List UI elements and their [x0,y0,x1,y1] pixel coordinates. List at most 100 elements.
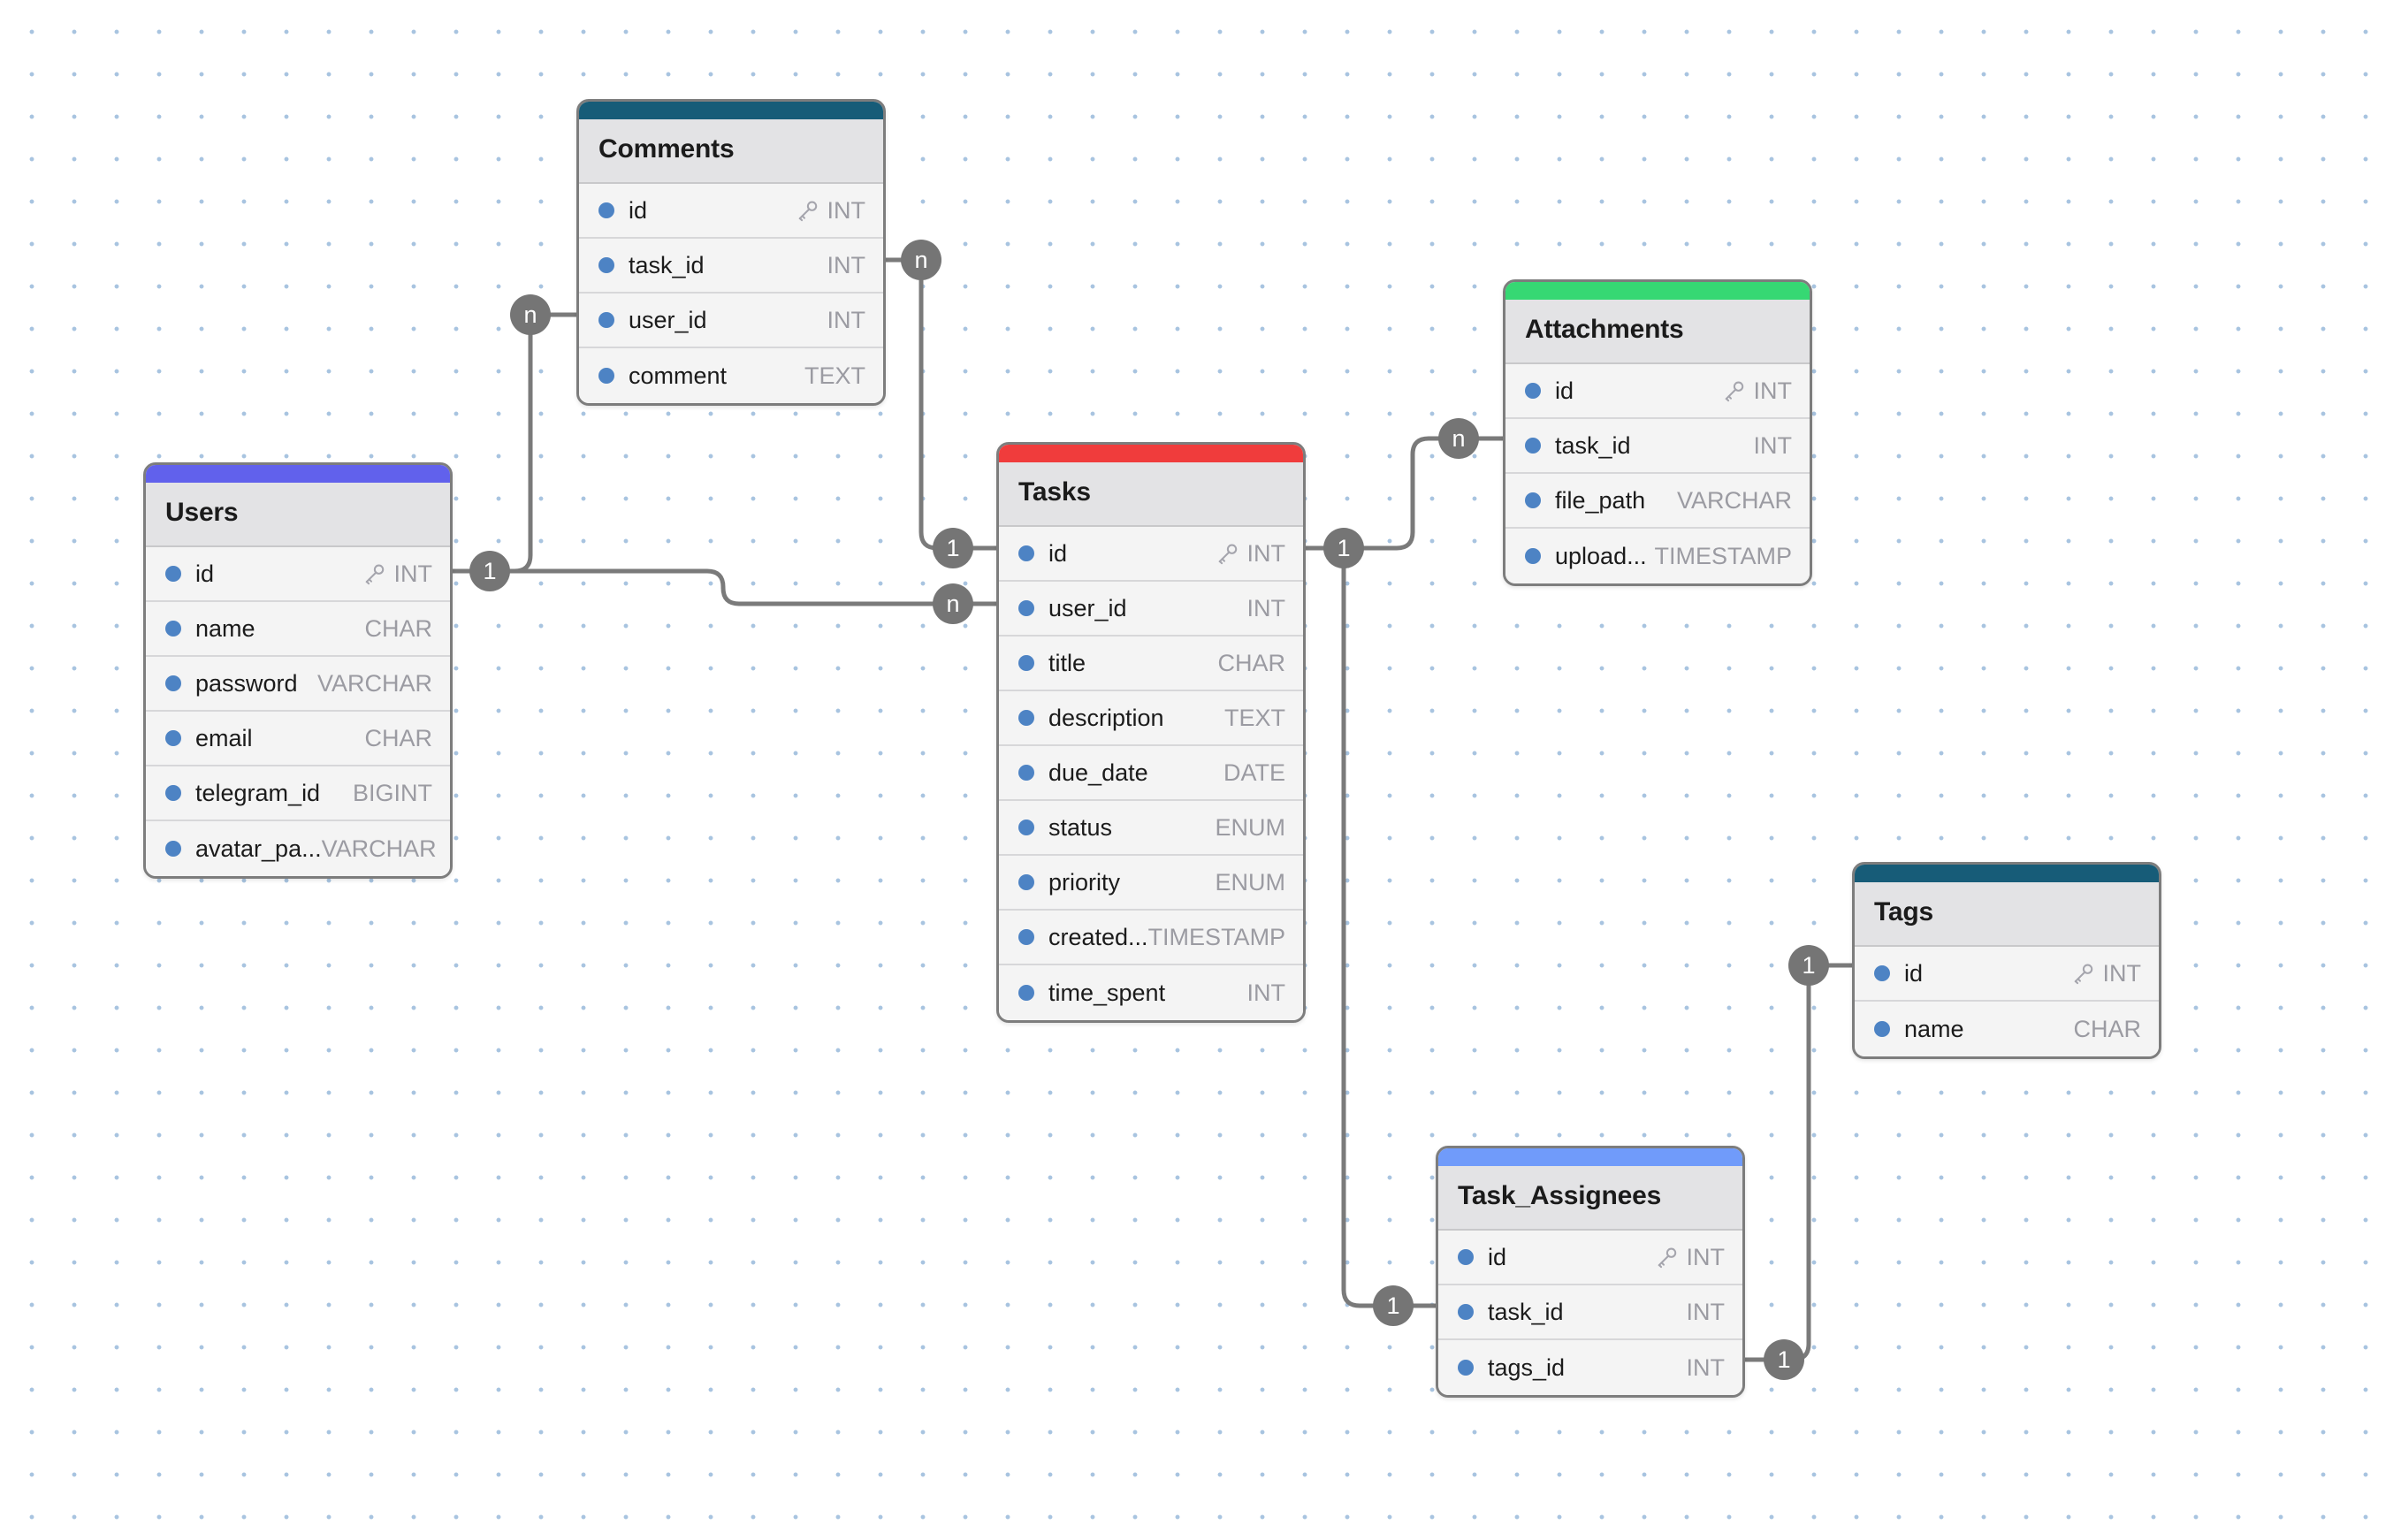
field-type: CHAR [364,614,432,642]
edge-tasks-task_assignees [1341,565,1376,1308]
field-name: status [1048,813,1113,841]
field-dot-icon [1874,965,1890,981]
cardinality-badge[interactable]: n [510,294,551,335]
cardinality-badge[interactable]: 1 [1323,528,1364,568]
field-name: comment [629,362,728,389]
cardinality-badge[interactable]: n [933,583,973,624]
field-type: INT [1686,1298,1726,1325]
field-row-created-[interactable]: created...TIMESTAMP [999,911,1303,965]
field-row-avatar_pa-[interactable]: avatar_pa...VARCHAR [146,821,450,876]
edge-tasks-comments [878,257,975,551]
field-meta: VARCHAR [322,835,437,863]
edge-users-comments [468,312,579,574]
key-icon [2074,964,2092,985]
cardinality-badge[interactable]: n [901,240,941,280]
field-name: created... [1048,923,1148,950]
field-name: telegram_id [195,779,321,806]
key-icon [1658,1247,1676,1269]
field-dot-icon [598,202,614,218]
field-type: INT [393,560,433,587]
field-row-upload-[interactable]: upload...TIMESTAMP [1505,529,1810,583]
field-row-email[interactable]: email CHAR [146,712,450,766]
field-dot-icon [1018,545,1034,561]
field-meta: INT [1216,540,1285,568]
field-type: INT [1246,979,1286,1006]
field-row-id[interactable]: id INT [146,547,450,602]
cardinality-badge[interactable]: 1 [1373,1285,1414,1326]
cardinality-badge[interactable]: n [1438,418,1479,459]
field-meta: CHAR [364,615,432,643]
field-type: INT [1753,377,1793,404]
field-meta: INT [1754,432,1793,460]
field-meta: CHAR [364,725,432,752]
field-meta: ENUM [1216,814,1286,842]
field-dot-icon [1525,383,1541,399]
field-dot-icon [165,841,181,857]
field-meta: INT [827,252,866,279]
field-type: INT [2102,959,2142,987]
field-meta: INT [1247,980,1286,1007]
field-name: title [1048,649,1086,676]
field-type: VARCHAR [1676,486,1792,514]
field-dot-icon [1525,548,1541,564]
edge-tags-task_assignees [1781,963,1855,1362]
field-dot-icon [1018,820,1034,835]
field-name: id [195,560,215,587]
field-dot-icon [598,312,614,328]
field-row-status[interactable]: status ENUM [999,801,1303,856]
table-accent-bar [579,102,883,119]
field-meta: DATE [1223,759,1285,787]
field-type: INT [827,196,866,224]
field-row-due_date[interactable]: due_date DATE [999,746,1303,801]
field-row-id[interactable]: id INT [1438,1231,1742,1285]
field-name: due_date [1048,759,1148,786]
field-name: id [1488,1243,1507,1270]
cardinality-badge[interactable]: 1 [1788,945,1829,986]
field-name: email [195,724,253,751]
field-name: password [195,669,298,697]
field-dot-icon [165,730,181,746]
field-type: VARCHAR [321,835,437,862]
table-accent-bar [999,445,1303,462]
cardinality-badge[interactable]: 1 [469,551,510,591]
field-type: CHAR [364,724,432,751]
field-meta: INT [1656,1244,1725,1271]
cardinality-badge[interactable]: 1 [933,528,973,568]
field-name: priority [1048,868,1121,896]
table-title: Tasks [999,462,1303,527]
field-dot-icon [1018,600,1034,616]
field-dot-icon [598,257,614,273]
field-name: file_path [1555,486,1646,514]
field-meta: TIMESTAMP [1654,543,1792,570]
cardinality-badge[interactable]: 1 [1764,1339,1804,1380]
field-row-file_path[interactable]: file_path VARCHAR [1505,474,1810,529]
field-type: INT [827,306,866,333]
field-dot-icon [1525,438,1541,454]
